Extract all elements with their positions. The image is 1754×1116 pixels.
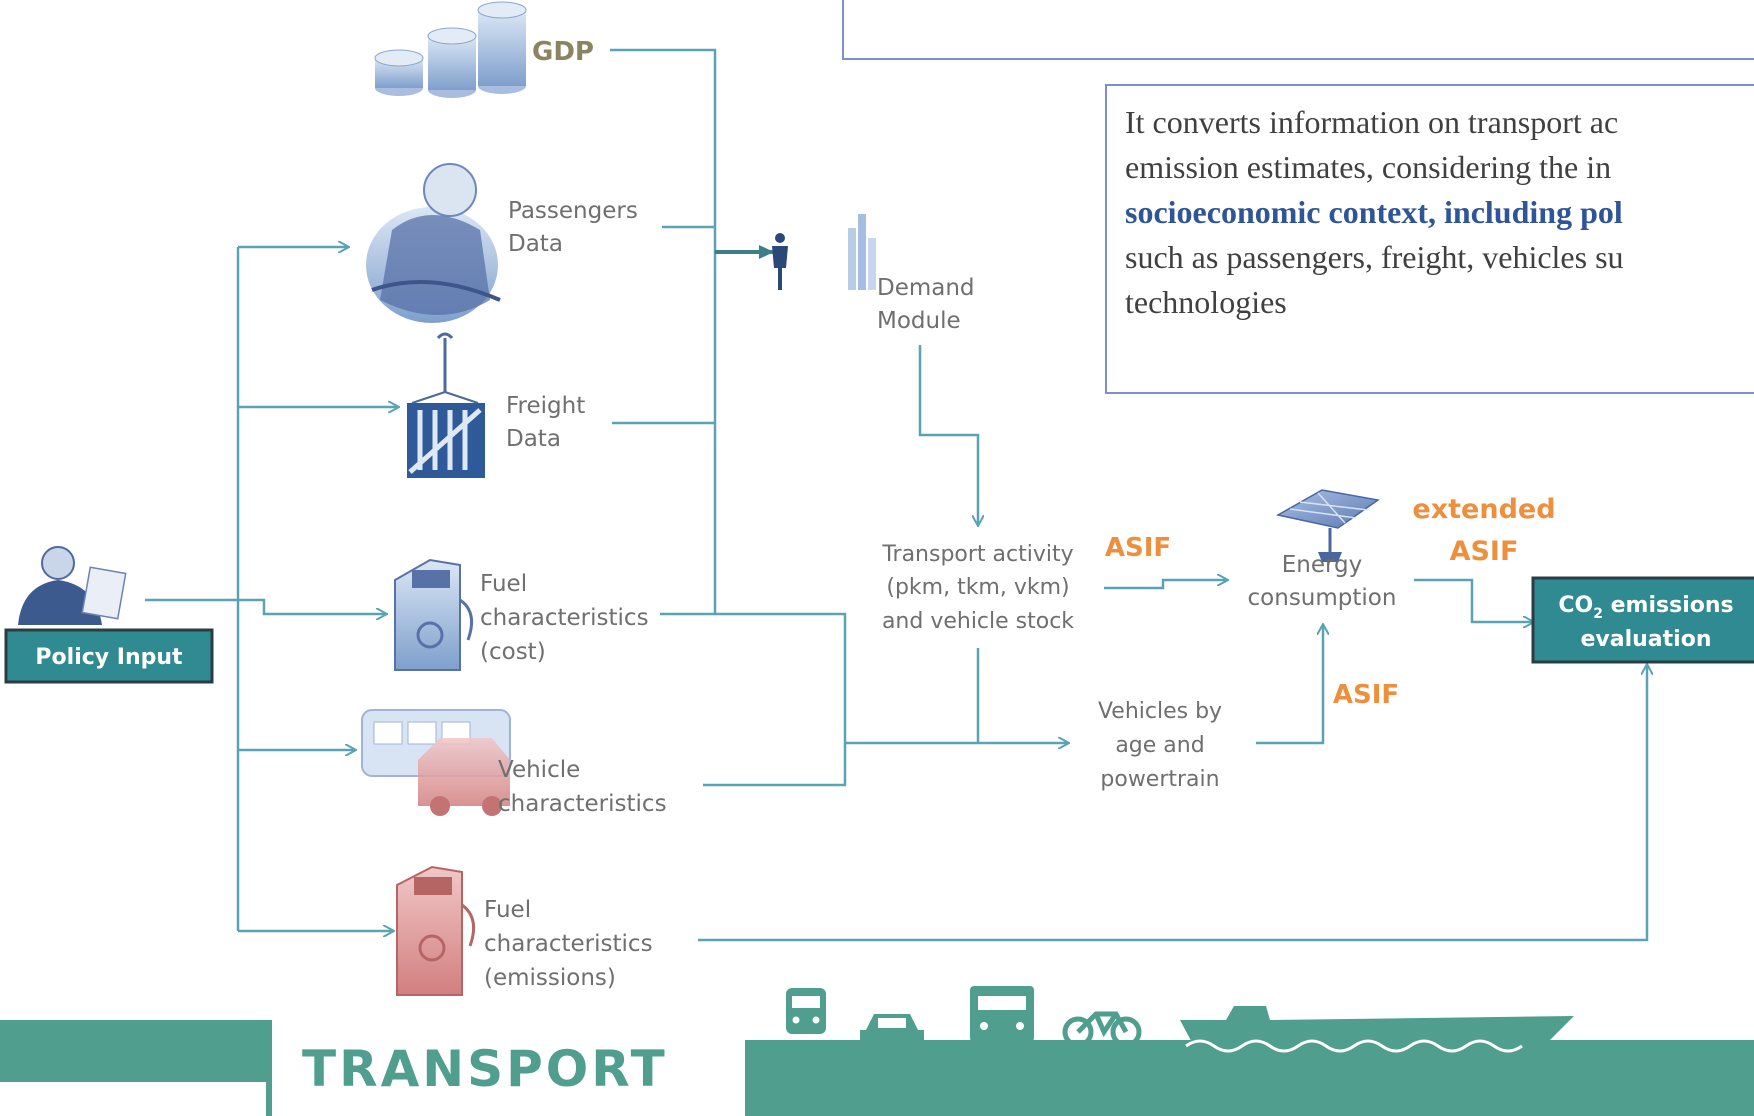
fuel-emissions-line1: Fuel: [484, 897, 531, 923]
passengers-data-label: Passengers Data: [508, 198, 638, 257]
demand-to-activity: [918, 345, 978, 525]
extended-asif-label: extended ASIF: [1412, 494, 1555, 567]
description-box: It converts information on transport ac …: [1105, 84, 1754, 394]
person-icon: [772, 233, 788, 290]
co2-line2: evaluation: [1581, 627, 1712, 652]
energy-line1: Energy: [1282, 552, 1363, 578]
train-icon: [786, 988, 826, 1034]
businessman-reading-icon: [18, 546, 127, 625]
arrow-to-fuel-cost: [238, 598, 386, 614]
asif-label-lower: ASIF: [1333, 680, 1399, 710]
demand-line2: Module: [877, 308, 961, 334]
emissions-to-co2: [698, 665, 1647, 942]
fuel-cost-line1: Fuel: [480, 571, 527, 597]
bus-car-icon: [361, 709, 511, 816]
fuel-emissions-line3: (emissions): [484, 965, 616, 991]
transport-banner: TRANSPORT: [0, 986, 1754, 1116]
bar-chart-icon: [848, 214, 876, 290]
policy-input-box: Policy Input: [4, 628, 214, 684]
fuel-emissions-label: Fuel characteristics (emissions): [484, 897, 653, 991]
vehicles-line1: Vehicles by: [1098, 699, 1222, 724]
demand-module-label: Demand Module: [877, 275, 975, 334]
fuel-cost-to-stock: [703, 612, 847, 787]
description-line-5: technologies: [1125, 284, 1287, 320]
vehicle-characteristics-label: Vehicle characteristics: [498, 757, 667, 817]
fuel-emissions-line2: characteristics: [484, 931, 653, 957]
vehicle-char-line1: Vehicle: [498, 757, 580, 783]
coin-stacks-icon: [374, 1, 527, 98]
freight-container-icon: [407, 332, 485, 478]
activity-line1: Transport activity: [881, 542, 1073, 567]
freight-data-label: Freight Data: [506, 393, 585, 452]
activity-line3: and vehicle stock: [882, 609, 1074, 634]
extended-line2: ASIF: [1450, 536, 1519, 567]
policy-input-label: Policy Input: [35, 645, 183, 670]
description-line-3: socioeconomic context, including pol: [1125, 194, 1623, 230]
vehicles-line2: age and: [1115, 733, 1204, 758]
energy-consumption-label: Energy consumption: [1248, 552, 1397, 611]
passengers-label-line1: Passengers: [508, 198, 638, 224]
description-line-1: It converts information on transport ac: [1125, 104, 1619, 140]
vehicles-to-energy: [1256, 625, 1323, 745]
energy-to-co2: [1414, 578, 1533, 622]
gdp-line: [610, 48, 717, 616]
car-icon: [860, 1014, 924, 1046]
fuel-cost-line2: characteristics: [480, 605, 649, 631]
co2-line1: CO2 emissions: [1558, 593, 1733, 622]
extended-line1: extended: [1412, 494, 1555, 525]
truck-icon: [970, 986, 1034, 1042]
demand-line1: Demand: [877, 275, 975, 301]
asif-label-top: ASIF: [1105, 533, 1171, 563]
co2-evaluation-box: CO2 emissions evaluation: [1531, 576, 1754, 664]
top-frame-box: [842, 0, 1754, 60]
activity-line2: (pkm, tkm, vkm): [886, 575, 1069, 600]
fuel-cost-label: Fuel characteristics (cost): [480, 571, 649, 665]
fuel-cost-line3: (cost): [480, 639, 546, 665]
gdp-label: GDP: [532, 37, 594, 67]
connector-lines: [145, 48, 1647, 942]
transport-activity-label: Transport activity (pkm, tkm, vkm) and v…: [881, 542, 1074, 634]
solar-panel-icon: [1275, 489, 1380, 562]
ship-icon: [1180, 1006, 1574, 1053]
asif-arrow: [1104, 580, 1227, 590]
fuel-pump-emissions-icon: [396, 865, 476, 996]
transport-banner-label: TRANSPORT: [302, 1040, 668, 1098]
vehicles-line3: powertrain: [1100, 767, 1219, 792]
fuel-pump-cost-icon: [394, 558, 474, 671]
vehicles-by-age-label: Vehicles by age and powertrain: [1098, 699, 1222, 792]
passengers-label-line2: Data: [508, 231, 563, 257]
freight-label-line2: Data: [506, 426, 561, 452]
freight-label-line1: Freight: [506, 393, 585, 419]
bicycle-icon: [1062, 1011, 1142, 1048]
description-line-4: such as passengers, freight, vehicles su: [1125, 239, 1624, 275]
description-line-2: emission estimates, considering the in: [1125, 149, 1612, 185]
passengers-figure-icon: [366, 163, 501, 323]
energy-line2: consumption: [1248, 585, 1397, 611]
vehicle-char-line2: characteristics: [498, 791, 667, 817]
